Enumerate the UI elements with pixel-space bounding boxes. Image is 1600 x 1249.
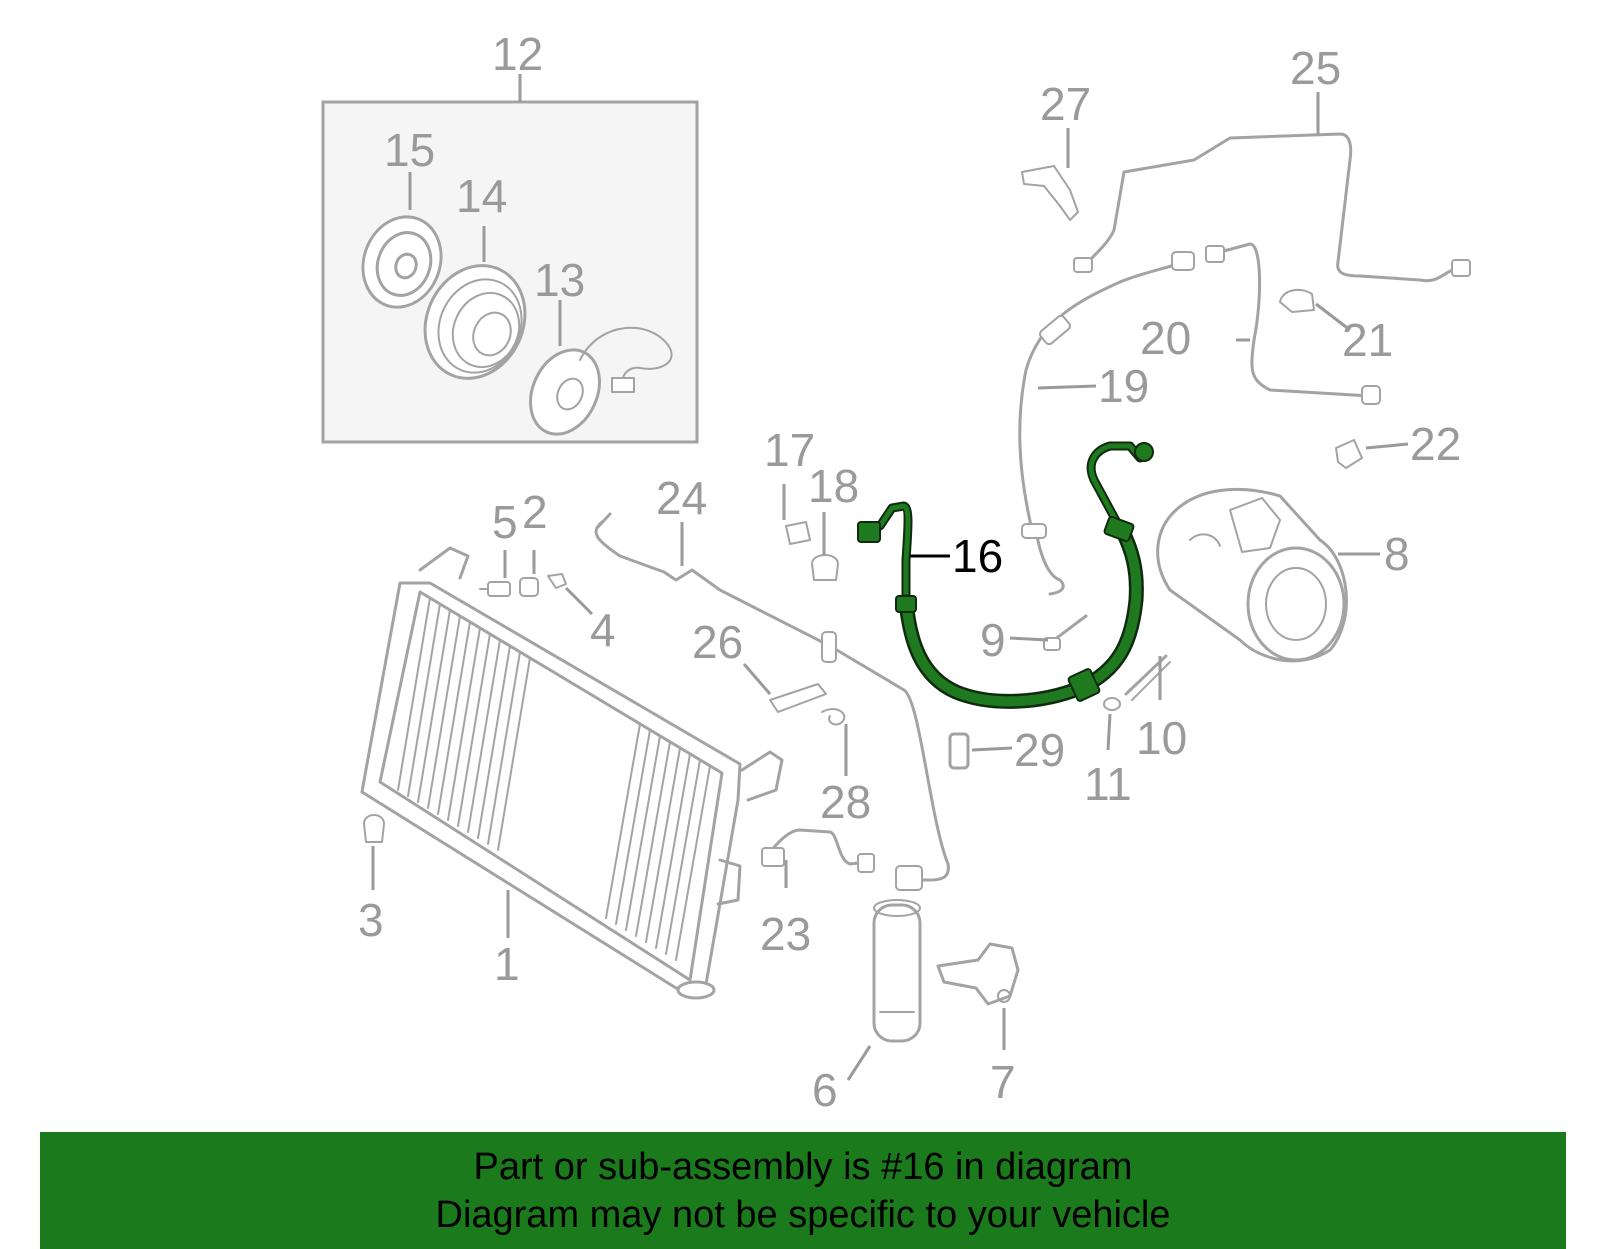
callout-26: 26 (692, 616, 743, 668)
washer-part-11 (1103, 697, 1121, 711)
callout-18: 18 (808, 460, 859, 512)
callout-9: 9 (980, 614, 1006, 666)
liquid-line-part-24 (594, 512, 950, 891)
callout-5: 5 (492, 496, 518, 548)
callout-20: 20 (1140, 312, 1191, 364)
compressor-part-8 (1156, 487, 1348, 663)
pulley-part-14 (423, 264, 527, 380)
clutch-coil-part-13 (529, 326, 673, 436)
callout-11: 11 (1084, 758, 1132, 810)
tube-part-25 (1073, 132, 1471, 283)
callout-12: 12 (492, 28, 543, 80)
callout-1: 1 (494, 938, 520, 990)
callout-23: 23 (760, 908, 811, 960)
clip-part-21 (1279, 288, 1315, 313)
tube-part-20 (1205, 242, 1381, 405)
condenser-part-1 (360, 546, 784, 1000)
clamp-part-17 (785, 521, 811, 545)
callout-2: 2 (522, 486, 548, 538)
callout-8: 8 (1384, 528, 1410, 580)
pressure-switch-part-29 (948, 732, 970, 770)
callout-3: 3 (358, 894, 384, 946)
callout-29: 29 (1014, 724, 1065, 776)
callout-28: 28 (820, 776, 871, 828)
clamp-part-18 (811, 554, 839, 581)
nut-part-2 (519, 577, 539, 597)
callout-4: 4 (590, 604, 616, 656)
callout-labels: 12 15 14 13 5 2 4 3 1 24 26 28 23 6 7 29… (358, 28, 1461, 1116)
callout-17: 17 (764, 424, 815, 476)
callout-13: 13 (534, 254, 585, 306)
callout-22: 22 (1410, 418, 1461, 470)
grommet-part-3 (363, 814, 385, 843)
callout-7: 7 (990, 1056, 1016, 1108)
bolt-part-10 (1124, 654, 1171, 701)
suction-hose-part-19 (1018, 251, 1195, 596)
bolt-part-5 (479, 581, 511, 597)
callout-27: 27 (1040, 78, 1091, 130)
highlighted-hose-part-16[interactable] (857, 441, 1154, 709)
banner-line-1: Part or sub-assembly is #16 in diagram (473, 1145, 1133, 1188)
clip-part-28 (821, 708, 846, 726)
leader-lines (371, 92, 1409, 1081)
callout-15: 15 (384, 124, 435, 176)
banner-line-2: Diagram may not be specific to your vehi… (435, 1193, 1171, 1236)
clip-part-4 (547, 573, 567, 589)
clip-part-22 (1335, 439, 1363, 469)
receiver-drier-part-6 (872, 899, 922, 1043)
callout-25: 25 (1290, 42, 1341, 94)
callout-6: 6 (812, 1064, 838, 1116)
bolt-part-9 (1043, 614, 1088, 651)
bracket-part-27 (1021, 165, 1079, 221)
callout-24: 24 (656, 472, 707, 524)
clutch-hub-part-15 (361, 215, 443, 309)
bracket-part-26 (769, 683, 827, 713)
callout-14: 14 (456, 170, 507, 222)
info-banner: Part or sub-assembly is #16 in diagram D… (40, 1132, 1566, 1249)
callout-10: 10 (1136, 712, 1187, 764)
clutch-assembly-box (321, 74, 699, 444)
callout-16-highlighted: 16 (952, 530, 1003, 582)
drier-bracket-part-7 (936, 942, 1020, 1006)
callout-21: 21 (1342, 314, 1393, 366)
tube-part-23 (761, 828, 875, 873)
callout-19: 19 (1098, 360, 1149, 412)
